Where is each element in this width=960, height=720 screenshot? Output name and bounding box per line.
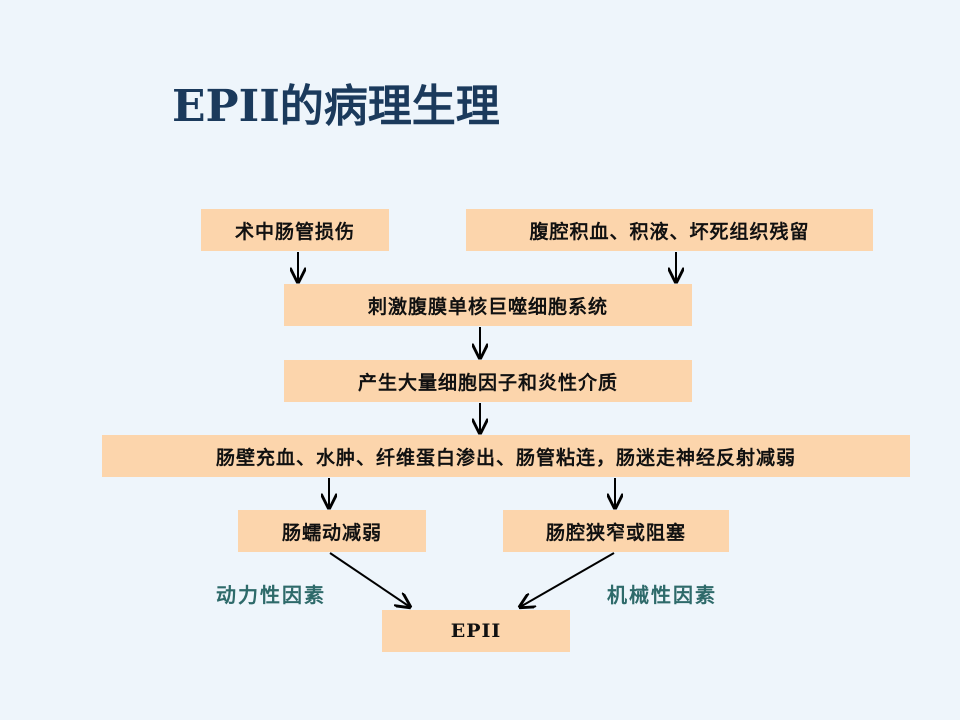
arrow-narrowing-to-epii [520, 552, 615, 607]
label-dynamic-factor: 动力性因素 [216, 583, 326, 607]
box-weakened-motility: 肠蠕动减弱 [238, 510, 426, 552]
box-stimulate-macrophage: 刺激腹膜单核巨噬细胞系统 [284, 284, 692, 326]
box-produce-cytokines: 产生大量细胞因子和炎性介质 [284, 360, 692, 402]
box-epii: EPII [382, 610, 570, 652]
label-mechanical-factor: 机械性因素 [607, 583, 717, 607]
box-narrowing-obstruction: 肠腔狭窄或阻塞 [503, 510, 729, 552]
arrow-motility-to-epii [329, 552, 410, 607]
page-title: EPII的病理生理 [172, 81, 500, 132]
box-intestinal-changes: 肠壁充血、水肿、纤维蛋白渗出、肠管粘连，肠迷走神经反射减弱 [102, 435, 910, 477]
box-abdominal-residue: 腹腔积血、积液、坏死组织残留 [466, 209, 873, 251]
box-surgical-injury: 术中肠管损伤 [201, 209, 389, 251]
